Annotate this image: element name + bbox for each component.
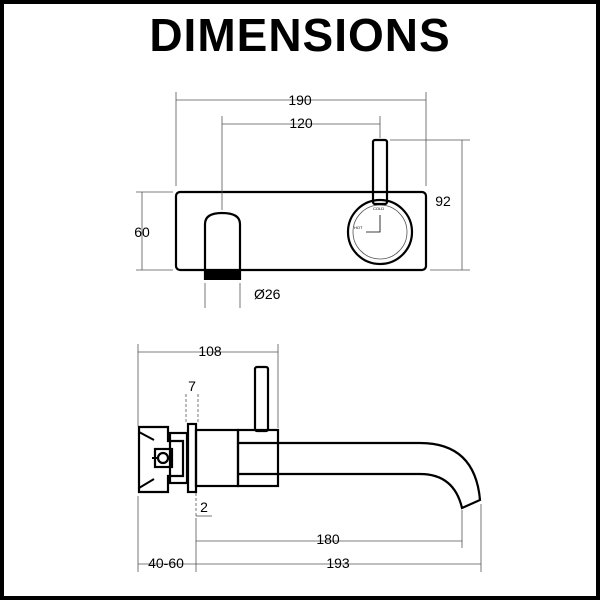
spout-outlet [205,270,240,280]
wall-flange [186,422,198,494]
handle-lever-side [253,365,270,433]
dim-plate-height: 60 [134,224,150,240]
side-view: 108 7 2 180 40-60 193 [137,343,482,572]
dim-wall-depth: 40-60 [148,555,184,571]
dim-spout-length: 180 [316,531,340,547]
spout-arm [238,441,482,510]
dial-label-cold: COLD [373,206,384,211]
control-dial-outer [346,198,414,266]
dim-gap: 2 [200,499,208,515]
dim-handle-reach: 108 [198,343,222,359]
dial-label-hot: HOT [354,225,363,230]
page-title: DIMENSIONS [149,9,451,61]
dim-flange-thickness: 7 [188,378,196,394]
dim-total-length: 193 [326,555,350,571]
dim-overall-height: 92 [435,193,451,209]
dim-spout-to-handle: 120 [289,115,313,131]
handle-base [236,428,280,488]
dial-marker [366,215,381,233]
faucet-back-plate [174,190,428,272]
spout-housing [194,428,240,488]
dim-overall-width: 190 [288,92,312,108]
front-view: COLD HOT 190 120 92 60 Ø26 [134,92,470,308]
wall-body [137,425,185,494]
dim-spout-diameter: Ø26 [254,286,281,302]
spout-front [203,211,242,280]
valve-icon [156,451,170,465]
handle-lever-front [371,138,389,206]
